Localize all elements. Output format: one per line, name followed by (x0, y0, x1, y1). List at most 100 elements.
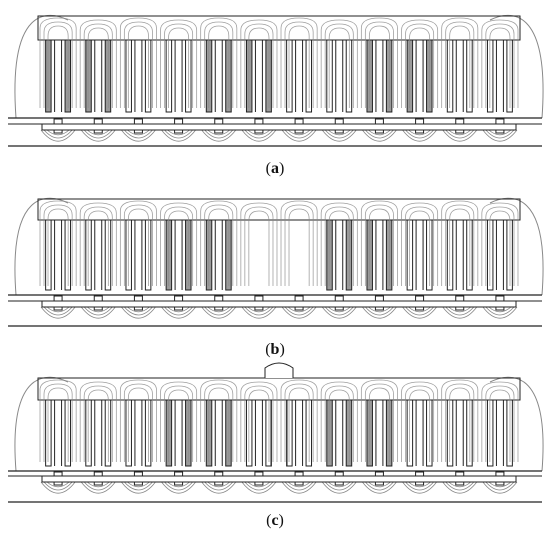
flux-line (360, 17, 398, 108)
flux-line-lower (83, 306, 113, 316)
flux-line (401, 19, 439, 108)
flux-line-lower (80, 306, 116, 319)
flux-line-lower (204, 129, 234, 139)
flux-line-lower (161, 481, 196, 494)
flux-line (324, 385, 354, 462)
flux-line-lower (40, 481, 76, 494)
flux-line (405, 385, 435, 462)
flux-line (409, 210, 431, 286)
flux-line-lower (362, 306, 397, 319)
flux-line-lower (127, 481, 150, 488)
flux-line-lower (485, 306, 515, 316)
flux-envelope-left (14, 14, 69, 119)
flux-line (164, 23, 194, 108)
flux-line (127, 208, 149, 286)
flux-line-lower (86, 306, 110, 313)
flux-line-lower (321, 481, 357, 494)
flux-line (441, 379, 479, 462)
caption-a: (a) (265, 160, 285, 177)
flux-line-lower (80, 129, 116, 142)
flux-line (489, 27, 511, 108)
flux-line-lower (46, 306, 70, 313)
flux-line-lower (40, 306, 76, 319)
flux-line (280, 379, 318, 462)
flux-line-lower (244, 129, 274, 139)
flux-line-lower (124, 481, 153, 491)
flux-line-lower (488, 481, 512, 488)
flux-line-lower (402, 129, 437, 142)
flux-envelope-right (489, 14, 544, 119)
flux-line-lower (448, 306, 472, 313)
flux-line (87, 27, 109, 108)
flux-envelope-right (489, 376, 544, 472)
flux-line (401, 381, 439, 462)
flux-line (47, 208, 69, 286)
flux-line (248, 389, 270, 462)
flux-line (328, 210, 350, 286)
flux-line (43, 204, 73, 286)
flux-envelope-left (14, 376, 69, 472)
flux-line-lower (207, 129, 231, 136)
flux-line (200, 200, 238, 286)
flux-line (79, 202, 117, 286)
flux-line (119, 200, 157, 286)
flux-line (368, 387, 390, 462)
flux-line-lower (127, 306, 150, 313)
flux-line-lower (241, 129, 277, 142)
flux-line-lower (324, 481, 354, 491)
flux-line (449, 387, 471, 462)
flux-line-lower (287, 129, 311, 136)
flux-line-lower (43, 481, 73, 491)
flux-line-lower (83, 481, 113, 491)
flux-line (208, 387, 230, 462)
flux-line (481, 202, 519, 286)
flux-line-lower (121, 129, 156, 142)
flux-line (284, 383, 314, 462)
flux-line-lower (167, 481, 190, 488)
flux-line (164, 385, 194, 462)
panel-b: (b) (0, 180, 550, 365)
yoke (37, 198, 521, 221)
flux-line (83, 23, 113, 108)
flux-line (47, 25, 69, 108)
flux-line (320, 19, 358, 108)
flux-line (39, 379, 77, 462)
flux-line (445, 204, 475, 286)
flux-line-lower (161, 129, 196, 142)
flux-line (240, 202, 278, 286)
flux-line-lower (488, 306, 512, 313)
flux-line-lower (207, 481, 231, 488)
flux-line-lower (482, 306, 518, 319)
flux-line (320, 202, 358, 286)
flux-line (284, 21, 314, 108)
flux-plot-c (8, 362, 544, 503)
flux-line-lower (327, 481, 351, 488)
flux-line-lower (121, 481, 156, 494)
flux-plot-b (8, 197, 544, 327)
flux-line (401, 202, 439, 286)
flux-line (160, 202, 198, 286)
flux-line (164, 206, 194, 286)
flux-line-lower (80, 481, 116, 494)
flux-line (441, 17, 479, 108)
flux-line-lower (442, 129, 478, 142)
flux-line (79, 19, 117, 108)
flux-line (43, 383, 73, 462)
flux-line-lower (287, 306, 311, 313)
flux-line (409, 389, 431, 462)
flux-line (288, 25, 310, 108)
flux-line-lower (362, 129, 397, 142)
flux-line-lower (204, 306, 234, 316)
flux-line (364, 21, 394, 108)
flux-line (79, 381, 117, 462)
panel-a: (a) (0, 0, 550, 185)
flux-line (87, 210, 109, 286)
flux-line-lower (43, 129, 73, 139)
panel-c: (c) (0, 360, 550, 544)
flux-line-lower (247, 481, 271, 488)
flux-line (39, 17, 77, 108)
flux-line-lower (201, 129, 237, 142)
flux-line (123, 383, 153, 462)
flux-line-lower (121, 306, 156, 319)
flux-line-lower (408, 481, 431, 488)
